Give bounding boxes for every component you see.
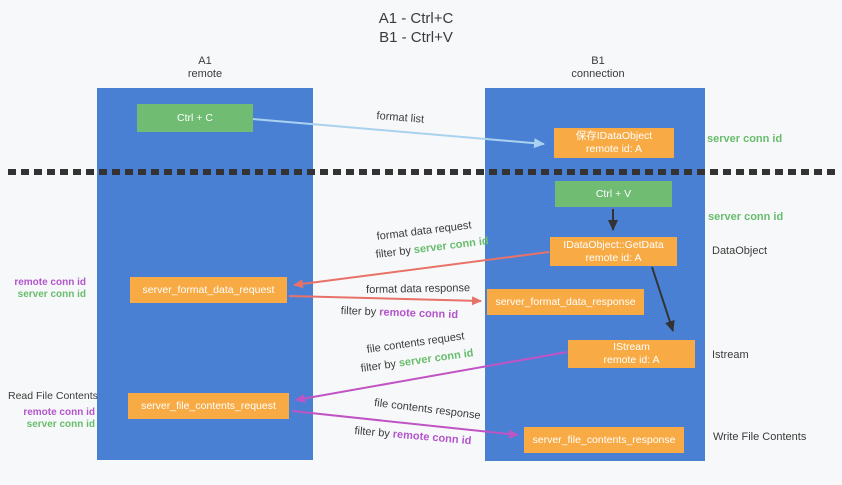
node-istream-line2: remote id: A: [603, 354, 660, 366]
label-format-list: format list: [376, 110, 425, 126]
node-getdata-line2: remote id: A: [585, 251, 642, 264]
label-format-data-response: format data response: [366, 282, 471, 296]
arrow-format-data-response: [288, 295, 482, 306]
lane-b1-header: B1 connection: [538, 55, 658, 81]
filter-key-remote-conn-id: remote conn id: [379, 306, 459, 322]
diagram-title: A1 - Ctrl+C B1 - Ctrl+V: [296, 9, 536, 47]
node-server-file-contents-request: server_file_contents_request: [128, 393, 289, 419]
node-ctrl-v-label: Ctrl + V: [595, 187, 632, 200]
lane-b1-title: B1: [591, 55, 605, 67]
node-format-request-label: server_format_data_request: [142, 283, 275, 296]
node-ctrl-v: Ctrl + V: [555, 181, 672, 207]
filter-key-remote-conn-id: remote conn id: [392, 428, 472, 448]
lane-a1-subtitle: remote: [187, 68, 223, 80]
node-save-line2: remote id: A: [585, 143, 643, 155]
node-server-file-contents-response: server_file_contents_response: [524, 427, 684, 453]
filter-prefix: filter by: [353, 425, 391, 441]
label-server-conn-id-left-2: server conn id: [26, 418, 95, 430]
left-conn-id-group-1: remote conn id server conn id: [10, 277, 86, 300]
label-dataobject: DataObject: [712, 245, 768, 257]
lane-a1-title: A1: [198, 55, 212, 67]
node-file-response-label: server_file_contents_response: [532, 433, 676, 446]
node-ctrl-c: Ctrl + C: [137, 104, 253, 132]
lane-a1-header: A1 remote: [145, 55, 265, 81]
filter-key-server-conn-id: server conn id: [398, 347, 475, 370]
label-server-conn-id-mid: server conn id: [708, 211, 784, 223]
lane-b1-subtitle: connection: [571, 68, 625, 80]
node-server-format-data-response: server_format_data_response: [487, 289, 644, 315]
node-format-response-label: server_format_data_response: [495, 295, 636, 308]
label-read-file-contents: Read File Contents: [8, 390, 98, 402]
label-file-contents-response: file contents response: [373, 397, 482, 422]
node-server-format-data-request: server_format_data_request: [130, 277, 287, 303]
node-ctrl-c-label: Ctrl + C: [177, 111, 213, 124]
node-save-line1: 保存IDataObject: [575, 130, 653, 142]
node-file-request-label: server_file_contents_request: [141, 399, 276, 412]
filter-prefix: filter by: [375, 244, 412, 261]
title-line-1: A1 - Ctrl+C: [378, 10, 454, 27]
node-idataobject-getdata: IDataObject::GetData remote id: A: [550, 237, 677, 266]
label-remote-conn-id-1: remote conn id: [14, 277, 86, 288]
node-save-idataobject: 保存IDataObject remote id: A: [554, 128, 674, 158]
left-conn-id-group-2: remote conn id server conn id: [10, 407, 95, 430]
label-server-conn-id-left-1: server conn id: [17, 288, 86, 300]
label-remote-conn-id-2: remote conn id: [23, 407, 95, 418]
label-istream: Istream: [712, 349, 749, 361]
node-getdata-line1: IDataObject::GetData: [563, 238, 664, 251]
filter-prefix: filter by: [340, 305, 377, 319]
title-line-2: B1 - Ctrl+V: [379, 29, 453, 46]
dashed-divider-line: [8, 169, 836, 175]
label-server-conn-id-top: server conn id: [707, 133, 783, 145]
filter-prefix: filter by: [360, 358, 397, 375]
filter-key-server-conn-id: server conn id: [413, 235, 490, 257]
label-write-file-contents: Write File Contents: [713, 431, 807, 443]
node-istream: IStream remote id: A: [568, 340, 695, 368]
node-istream-line1: IStream: [613, 341, 650, 353]
